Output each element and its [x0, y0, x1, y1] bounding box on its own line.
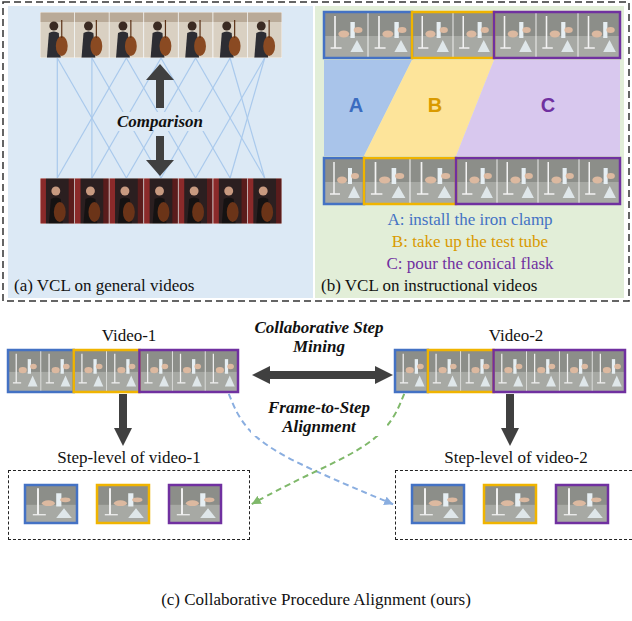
label-anchor: B: take up the test tube — [350, 232, 590, 251]
step-title: Step-level of video-2 — [395, 448, 632, 468]
step-band: C — [456, 60, 620, 156]
step-level-box: Step-level of video-1 — [8, 448, 250, 540]
step-letter: A — [349, 94, 363, 116]
step-description: B: take up the test tube — [389, 232, 551, 251]
step-level-box: Step-level of video-2 — [395, 448, 632, 540]
video-title: Video-1 — [8, 326, 250, 346]
label-anchor: C: pour the conical flask — [350, 254, 590, 273]
block-arrow — [506, 394, 514, 428]
caption-anchor: (c) Collaborative Procedure Alignment (o… — [0, 590, 632, 609]
video-filmstrip: Video-2 — [395, 326, 632, 392]
edge-label: Collaborative Step Mining — [251, 318, 387, 356]
figure-caption: (c) Collaborative Procedure Alignment (o… — [158, 590, 474, 609]
label-anchor: A: install the iron clamp — [350, 210, 590, 229]
comparison-label: Comparison — [114, 112, 206, 131]
video-title: Video-2 — [395, 326, 632, 346]
edge-label-anchor: Collaborative Step Mining — [251, 318, 381, 356]
panel-label: (a) VCL on general videos — [14, 276, 319, 296]
step-outline — [8, 470, 250, 540]
panel-label: (b) VCL on instructional videos — [321, 276, 630, 296]
step-letter: C — [541, 94, 555, 116]
dashed-alignment-curve — [252, 394, 404, 504]
band-fill — [456, 60, 620, 156]
step-letter: B — [428, 94, 442, 116]
band-shape — [456, 60, 620, 156]
block-arrow — [270, 371, 375, 379]
panel: (a) VCL on general videos — [8, 6, 319, 298]
step-outline — [395, 470, 632, 540]
label-anchor: Comparison — [100, 112, 220, 131]
block-arrow — [119, 394, 127, 428]
step-description: C: pour the conical flask — [383, 254, 556, 273]
edge-label-anchor: Frame-to-Step Alignment — [251, 398, 381, 436]
video-filmstrip: Video-1 — [8, 326, 250, 392]
edge-label: Frame-to-Step Alignment — [251, 398, 387, 436]
dashed-alignment-curve — [229, 394, 393, 504]
step-description: A: install the iron clamp — [384, 210, 555, 229]
step-title: Step-level of video-1 — [8, 448, 250, 468]
